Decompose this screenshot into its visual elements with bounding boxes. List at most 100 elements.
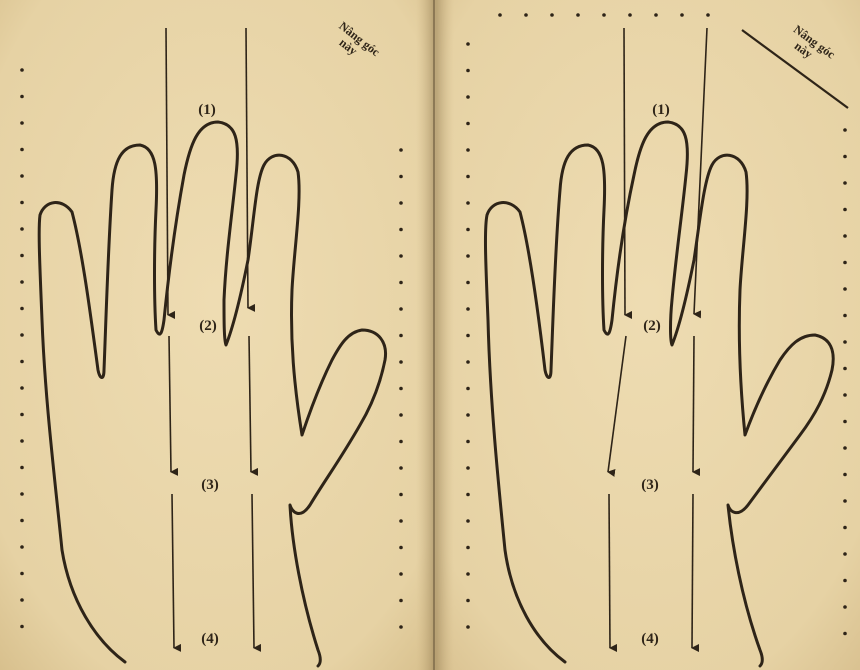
border-dot: [654, 13, 658, 17]
border-dot: [498, 13, 502, 17]
border-dot: [20, 254, 24, 258]
border-dot: [399, 413, 403, 417]
border-dot: [399, 307, 403, 311]
border-dot: [20, 95, 24, 99]
border-dot: [399, 281, 403, 285]
border-dot: [399, 625, 403, 629]
border-dot: [843, 393, 847, 397]
border-dot: [466, 307, 470, 311]
border-dot: [466, 625, 470, 629]
border-dot: [399, 360, 403, 364]
border-dot: [399, 334, 403, 338]
border-dot: [843, 420, 847, 424]
border-dot: [843, 340, 847, 344]
border-dot: [843, 155, 847, 159]
border-dot: [20, 121, 24, 125]
border-dot: [20, 333, 24, 337]
marker-3: (3): [641, 477, 659, 493]
border-dot: [843, 552, 847, 556]
border-dot: [20, 598, 24, 602]
border-dot: [399, 572, 403, 576]
border-dot: [680, 13, 684, 17]
guide-arrow: [692, 494, 693, 648]
border-dot: [843, 181, 847, 185]
marker-3: (3): [201, 477, 219, 493]
border-dot: [20, 68, 24, 72]
border-dot: [524, 13, 528, 17]
marker-2: (2): [643, 318, 661, 334]
border-dot: [466, 334, 470, 338]
border-dot: [843, 128, 847, 132]
border-dot: [843, 473, 847, 477]
border-dot: [843, 314, 847, 318]
border-dot: [399, 546, 403, 550]
border-dot: [466, 148, 470, 152]
border-dot: [466, 493, 470, 497]
border-dot: [20, 174, 24, 178]
border-dot: [706, 13, 710, 17]
border-dot: [843, 579, 847, 583]
border-dot: [20, 466, 24, 470]
border-dot: [466, 254, 470, 258]
border-dot: [466, 122, 470, 126]
border-dot: [843, 632, 847, 636]
border-dot: [20, 201, 24, 205]
border-dot: [20, 360, 24, 364]
gutter-shadow: [416, 0, 454, 670]
border-dot: [843, 526, 847, 530]
border-dot: [399, 148, 403, 152]
border-dot: [843, 234, 847, 238]
border-dot: [20, 148, 24, 152]
border-dot: [466, 69, 470, 73]
border-dot: [20, 386, 24, 390]
border-dot: [399, 440, 403, 444]
marker-2: (2): [199, 318, 217, 334]
border-dot: [843, 208, 847, 212]
border-dot: [20, 545, 24, 549]
marker-4: (4): [201, 631, 219, 647]
border-dot: [466, 360, 470, 364]
border-dot: [466, 175, 470, 179]
border-dot: [399, 254, 403, 258]
border-dot: [466, 466, 470, 470]
guide-arrow: [609, 494, 610, 648]
border-dot: [20, 625, 24, 629]
border-dot: [602, 13, 606, 17]
border-dot: [20, 307, 24, 311]
border-dot: [20, 227, 24, 231]
border-dot: [399, 175, 403, 179]
guide-arrow: [693, 336, 694, 472]
marker-1: (1): [198, 102, 216, 118]
border-dot: [466, 546, 470, 550]
border-dot: [843, 287, 847, 291]
border-dot: [399, 466, 403, 470]
border-dot: [399, 228, 403, 232]
border-dot: [843, 446, 847, 450]
marker-4: (4): [641, 631, 659, 647]
border-dot: [466, 387, 470, 391]
border-dot: [466, 413, 470, 417]
border-dot: [399, 599, 403, 603]
border-dot: [576, 13, 580, 17]
border-dot: [20, 519, 24, 523]
border-dot: [466, 440, 470, 444]
border-dot: [399, 387, 403, 391]
border-dot: [628, 13, 632, 17]
border-dot: [843, 605, 847, 609]
border-dot: [466, 95, 470, 99]
border-dot: [20, 413, 24, 417]
border-dot: [466, 201, 470, 205]
right-page: [434, 0, 860, 670]
border-dot: [20, 572, 24, 576]
border-dot: [399, 519, 403, 523]
border-dot: [20, 439, 24, 443]
border-dot: [20, 280, 24, 284]
border-dot: [550, 13, 554, 17]
border-dot: [466, 228, 470, 232]
border-dot: [466, 572, 470, 576]
border-dot: [466, 519, 470, 523]
border-dot: [843, 261, 847, 265]
border-dot: [399, 201, 403, 205]
